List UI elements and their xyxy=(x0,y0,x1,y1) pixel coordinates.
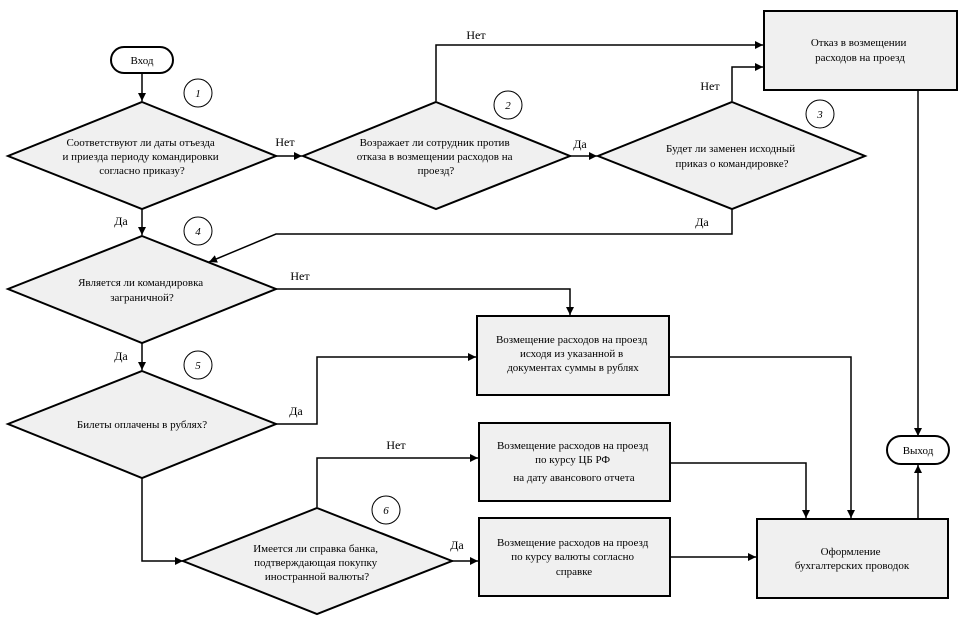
label-decision-1-no: Нет xyxy=(275,135,295,149)
decision-2: Возражает ли сотрудник против отказа в в… xyxy=(300,100,573,211)
edge-labels: Нет Да Нет Да Нет Да Нет Да Да Нет Да xyxy=(114,28,720,552)
step-badge-4: 4 xyxy=(183,216,213,246)
process-posting-line-2: бухгалтерских проводок xyxy=(795,560,910,572)
svg-text:2: 2 xyxy=(505,100,511,112)
process-cert-line-1: Возмещение расходов на проезд xyxy=(497,537,649,549)
svg-text:Имеется ли справка банка,: Имеется ли справка банка, подтверждающая… xyxy=(253,543,381,583)
edge-cbr-to-posting xyxy=(670,462,810,518)
decision-3-line-1: Будет ли заменен исходный xyxy=(666,143,795,155)
decision-1-line-2: и приезда периоду командировки xyxy=(63,151,219,163)
svg-text:5: 5 xyxy=(195,360,201,372)
label-decision-2-no: Нет xyxy=(466,28,486,42)
label-decision-1-yes: Да xyxy=(114,214,128,228)
edge-decision-5-no xyxy=(141,478,183,565)
label-decision-4-no: Нет xyxy=(290,269,310,283)
decision-5: Билеты оплачены в рублях? xyxy=(5,369,279,480)
decision-1-line-1: Соответствуют ли даты отъезда xyxy=(66,137,214,149)
label-decision-6-yes: Да xyxy=(450,538,464,552)
edge-decision-3-yes xyxy=(208,209,733,263)
svg-text:4: 4 xyxy=(195,226,201,238)
process-posting-line-1: Оформление xyxy=(821,546,881,558)
step-badge-2: 2 xyxy=(493,90,523,120)
end-label: Выход xyxy=(903,445,934,457)
process-posting: Оформление бухгалтерских проводок xyxy=(756,518,949,599)
decision-6-line-2: подтверждающая покупку xyxy=(254,557,378,569)
decision-4: Является ли командировка заграничной? xyxy=(5,234,279,345)
step-badge-3: 3 xyxy=(805,99,835,129)
edge-decision-4-no xyxy=(276,288,574,315)
svg-text:Возмещение расходов на проезд: Возмещение расходов на проезд по курсу в… xyxy=(497,537,651,578)
edge-decision-2-no xyxy=(435,41,763,101)
decision-1-line-3: согласно приказу? xyxy=(99,165,185,177)
decision-4-line-2: заграничной? xyxy=(110,292,174,304)
connectors xyxy=(138,41,922,565)
end-terminal: Выход xyxy=(886,435,950,465)
decision-2-line-1: Возражает ли сотрудник против xyxy=(360,137,510,149)
decision-2-line-3: проезд? xyxy=(418,165,455,177)
label-decision-4-yes: Да xyxy=(114,349,128,363)
process-cbr-line-3: на дату авансового отчета xyxy=(513,472,634,484)
edge-decision-3-no xyxy=(731,63,763,101)
edge-decision-5-yes xyxy=(276,353,476,425)
edge-rub-to-posting xyxy=(669,356,855,518)
svg-text:6: 6 xyxy=(383,505,389,517)
label-decision-6-no: Нет xyxy=(386,438,406,452)
svg-text:Возмещение расходов на проезд: Возмещение расходов на проезд исходя из … xyxy=(496,334,650,374)
process-cert-line-3: справке xyxy=(556,566,592,578)
step-badge-6: 6 xyxy=(371,495,401,525)
process-rub-line-3: документах суммы в рублях xyxy=(507,362,639,374)
start-terminal: Вход xyxy=(110,46,174,74)
svg-text:3: 3 xyxy=(816,109,823,121)
svg-text:Является ли командировка: Является ли командировка заграничной? xyxy=(78,277,206,304)
process-cbr: Возмещение расходов на проезд по курсу Ц… xyxy=(478,422,671,502)
label-decision-3-yes: Да xyxy=(695,215,709,229)
svg-text:Возражает ли сотрудник против: Возражает ли сотрудник против отказа в в… xyxy=(357,137,516,177)
decision-2-line-2: отказа в возмещении расходов на xyxy=(357,151,513,163)
process-cbr-line-2: по курсу ЦБ РФ xyxy=(535,454,610,466)
process-refusal: Отказ в возмещении расходов на проезд xyxy=(763,10,958,91)
process-cert: Возмещение расходов на проезд по курсу в… xyxy=(478,517,671,597)
process-cert-line-2: по курсу валюты согласно xyxy=(511,551,634,563)
decision-5-line-1: Билеты оплачены в рублях? xyxy=(77,419,207,431)
svg-text:Возмещение расходов на проезд: Возмещение расходов на проезд по курсу Ц… xyxy=(497,440,651,484)
step-badge-1: 1 xyxy=(183,78,213,108)
decision-3: Будет ли заменен исходный приказ о коман… xyxy=(595,100,868,211)
svg-text:1: 1 xyxy=(195,88,201,100)
process-cbr-line-1: Возмещение расходов на проезд xyxy=(497,440,649,452)
svg-text:Отказ в возмещении расхо: Отказ в возмещении расходов на проезд xyxy=(811,37,909,64)
decision-1: Соответствуют ли даты отъезда и приезда … xyxy=(5,100,279,211)
decision-3-line-2: приказ о командировке? xyxy=(676,158,789,170)
label-decision-3-no: Нет xyxy=(700,79,720,93)
svg-text:Будет ли заменен исходный: Будет ли заменен исходный приказ о коман… xyxy=(666,143,798,170)
label-decision-5-yes: Да xyxy=(289,404,303,418)
start-label: Вход xyxy=(130,55,153,67)
decision-6: Имеется ли справка банка, подтверждающая… xyxy=(180,506,455,616)
svg-text:Соответствуют ли даты отъезда: Соответствуют ли даты отъезда и приезда … xyxy=(63,137,222,177)
label-decision-2-yes: Да xyxy=(573,137,587,151)
decision-6-line-1: Имеется ли справка банка, xyxy=(253,543,378,555)
svg-text:Оформление бухгалтерских: Оформление бухгалтерских проводок xyxy=(795,546,910,572)
process-rub-line-1: Возмещение расходов на проезд xyxy=(496,334,648,346)
decision-6-line-3: иностранной валюты? xyxy=(265,571,369,583)
process-refusal-line-1: Отказ в возмещении xyxy=(811,37,907,49)
step-badge-5: 5 xyxy=(183,350,213,380)
process-refusal-line-2: расходов на проезд xyxy=(815,52,905,64)
process-rub-line-2: исходя из указанной в xyxy=(520,348,623,360)
process-rub: Возмещение расходов на проезд исходя из … xyxy=(476,315,670,396)
decision-4-line-1: Является ли командировка xyxy=(78,277,203,289)
edge-decision-6-no xyxy=(316,454,478,507)
